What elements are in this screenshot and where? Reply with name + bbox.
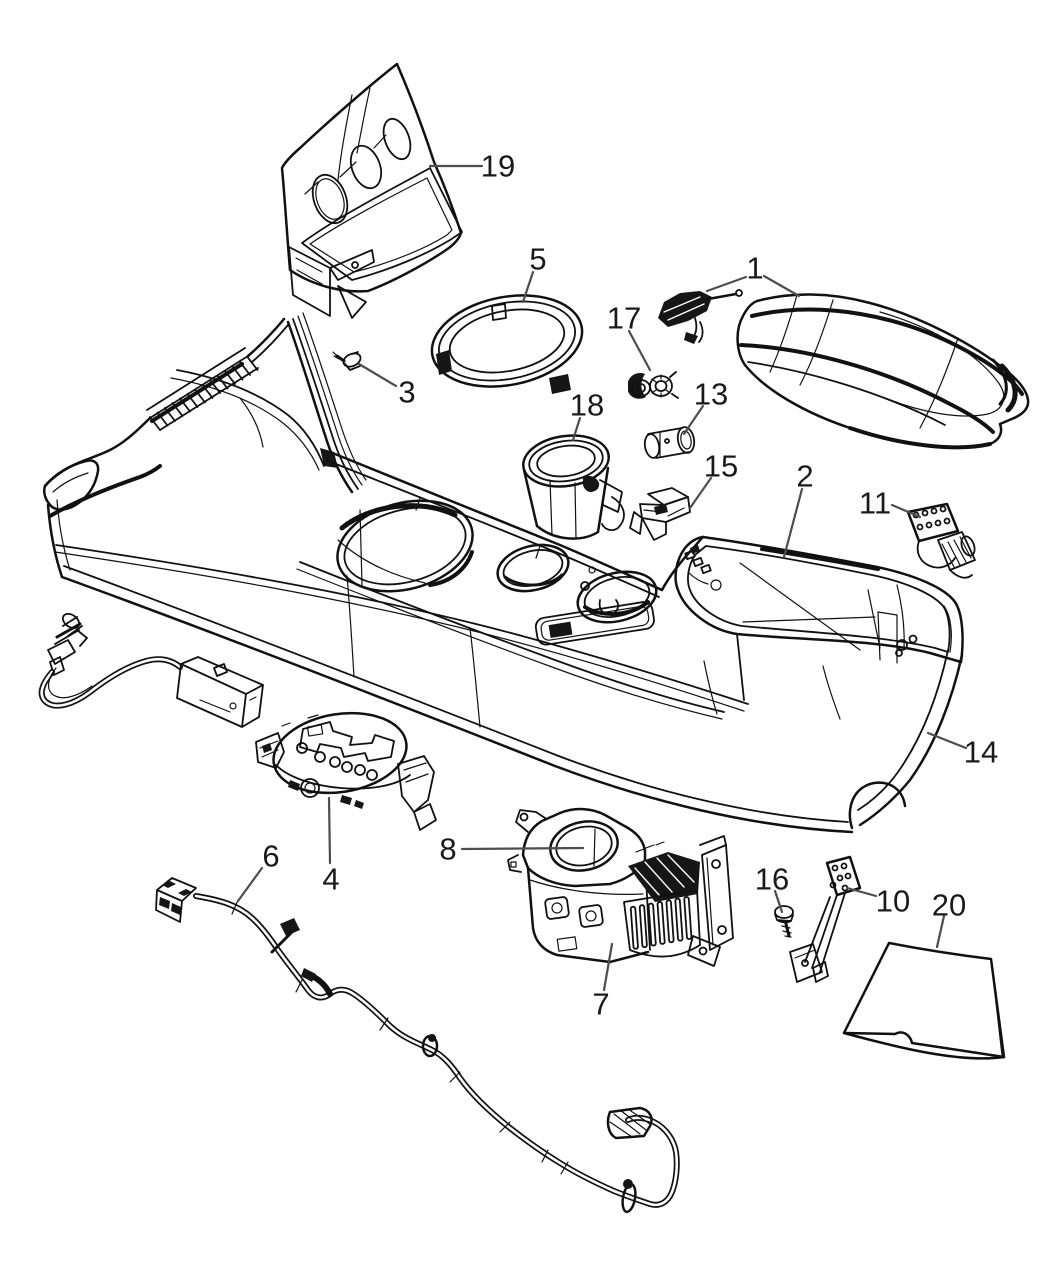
callout-19: 19 — [428, 149, 515, 184]
leader-line-18 — [571, 416, 582, 442]
leader-line-2 — [782, 487, 804, 559]
callout-11: 11 — [859, 486, 922, 521]
callout-3: 3 — [357, 362, 416, 410]
leader-line-20 — [935, 914, 946, 949]
callout-7: 7 — [592, 942, 614, 1022]
leader-line-7 — [602, 942, 614, 992]
part-1-latch-drawing — [658, 289, 743, 344]
part-10-bracket-drawing — [789, 855, 862, 983]
part-15-switch-pod-drawing — [629, 487, 691, 541]
part-7-power-module-drawing — [526, 835, 734, 967]
console-lamp-wiring-drawing — [38, 612, 264, 728]
callout-14: 14 — [926, 731, 998, 770]
leader-line-14 — [926, 731, 968, 750]
callout-number-14: 14 — [964, 735, 998, 770]
callout-number-15: 15 — [704, 449, 738, 484]
leader-line-16 — [773, 889, 784, 914]
callout-number-20: 20 — [932, 888, 966, 923]
part-20-cover-panel-drawing — [842, 941, 1006, 1060]
part-8-cupholder-housing-drawing — [507, 807, 647, 888]
callout-number-6: 6 — [262, 839, 279, 874]
callout-8: 8 — [439, 832, 585, 867]
callout-number-17: 17 — [607, 301, 641, 336]
callout-number-1: 1 — [746, 251, 763, 286]
part-19-trim-bezel-drawing — [280, 62, 463, 319]
leader-line-4 — [327, 796, 332, 865]
callout-5: 5 — [521, 242, 547, 304]
leader-line-6 — [236, 866, 264, 903]
part-5-bezel-ring-drawing — [430, 294, 584, 394]
callout-10: 10 — [845, 884, 910, 919]
callout-16: 16 — [755, 862, 789, 914]
callout-number-10: 10 — [876, 884, 910, 919]
part-6-wiring-harness-drawing — [155, 877, 680, 1214]
leader-line-11 — [890, 503, 922, 519]
callout-15: 15 — [688, 449, 738, 510]
part-14-console-body-drawing — [42, 312, 964, 834]
callout-number-4: 4 — [322, 862, 339, 897]
part-13-power-outlet-drawing — [643, 426, 696, 459]
callout-number-16: 16 — [755, 862, 789, 897]
leader-line-1 — [705, 275, 748, 293]
leader-line-3 — [357, 362, 398, 388]
leader-line-10 — [845, 886, 878, 898]
part-11-hinge-drawing — [906, 502, 976, 579]
leader-line-13 — [682, 404, 705, 436]
callout-13: 13 — [682, 377, 728, 436]
callout-number-5: 5 — [529, 242, 546, 277]
callout-20: 20 — [932, 888, 966, 949]
callout-number-8: 8 — [439, 832, 456, 867]
leader-line-17 — [627, 329, 652, 372]
callout-number-18: 18 — [570, 388, 604, 423]
leader-line-15 — [688, 476, 713, 510]
callout-18: 18 — [570, 388, 604, 442]
leader-line-5 — [521, 270, 535, 304]
callout-number-3: 3 — [398, 375, 415, 410]
callout-number-13: 13 — [694, 377, 728, 412]
part-3-screw-drawing — [332, 351, 362, 371]
callout-17: 17 — [607, 301, 652, 372]
callout-number-11: 11 — [859, 486, 891, 521]
part-18-cup-liner-drawing — [522, 434, 625, 540]
callout-6: 6 — [236, 839, 280, 903]
callout-number-7: 7 — [592, 987, 609, 1022]
callout-1: 1 — [705, 251, 801, 298]
callout-4: 4 — [322, 796, 340, 897]
part-16-screw-drawing — [774, 905, 794, 938]
leader-line-8 — [460, 846, 585, 851]
callout-2: 2 — [782, 459, 814, 559]
leader-line-1 — [762, 274, 801, 298]
part-1-armrest-lid-drawing — [658, 289, 1030, 450]
callout-number-2: 2 — [796, 459, 813, 494]
part-17-lighter-element-drawing — [628, 371, 679, 399]
callout-number-19: 19 — [481, 149, 515, 184]
part-4-shifter-plate-drawing — [255, 711, 437, 831]
